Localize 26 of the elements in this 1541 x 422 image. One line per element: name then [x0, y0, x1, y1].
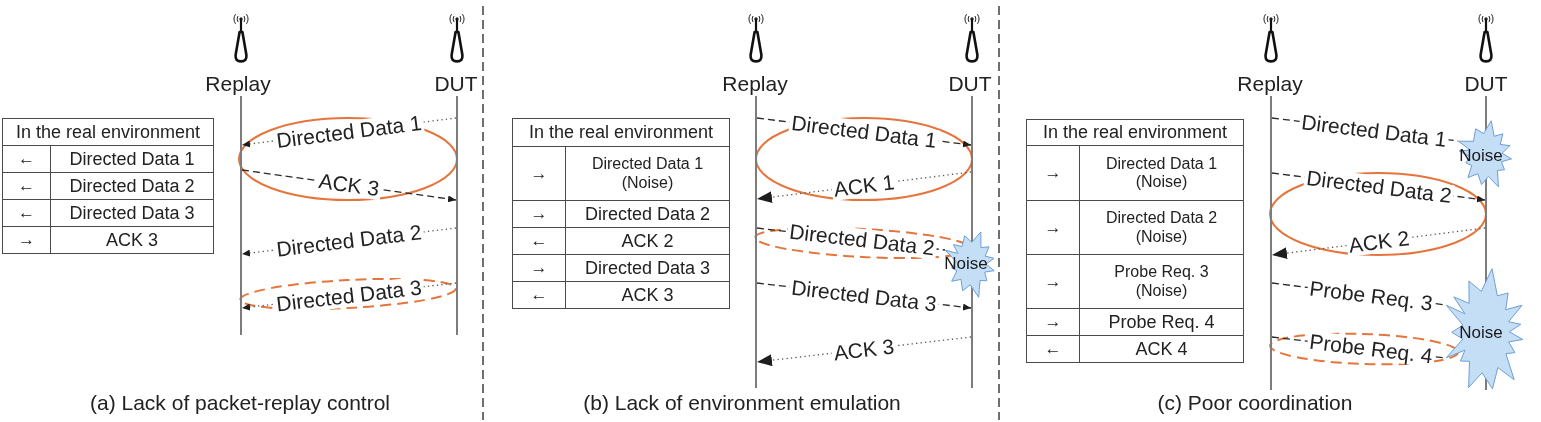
participant-label: Replay — [1237, 73, 1303, 95]
lifeline — [1270, 96, 1272, 390]
edge-label: Probe Req. 4 — [1306, 330, 1436, 368]
participant-label: DUT — [1464, 73, 1508, 95]
direction-cell: ← — [512, 281, 566, 309]
participant-label: Replay — [205, 73, 271, 95]
burst-label: Noise — [944, 255, 988, 272]
direction-cell: → — [2, 226, 51, 254]
direction-cell: ← — [1026, 335, 1080, 363]
message-cell: ACK 3 — [50, 226, 214, 254]
lifeline — [456, 96, 458, 335]
participant-label: DUT — [948, 73, 992, 95]
lifeline — [755, 96, 757, 388]
burst-label: Noise — [1459, 323, 1503, 341]
lifeline — [240, 96, 242, 335]
participant-label: DUT — [434, 73, 478, 95]
panel-caption: (b) Lack of environment emulation — [583, 391, 901, 415]
table-header: In the real environment — [1026, 119, 1244, 146]
table-header: In the real environment — [512, 118, 730, 147]
burst-label: Noise — [1459, 146, 1503, 164]
table-header: In the real environment — [2, 118, 214, 146]
panel-caption: (c) Poor coordination — [1157, 391, 1353, 415]
participant-label: Replay — [722, 73, 788, 95]
message-cell: ACK 3 — [565, 281, 730, 309]
panel-caption: (a) Lack of packet-replay control — [90, 391, 390, 415]
message-cell: ACK 4 — [1079, 335, 1244, 363]
